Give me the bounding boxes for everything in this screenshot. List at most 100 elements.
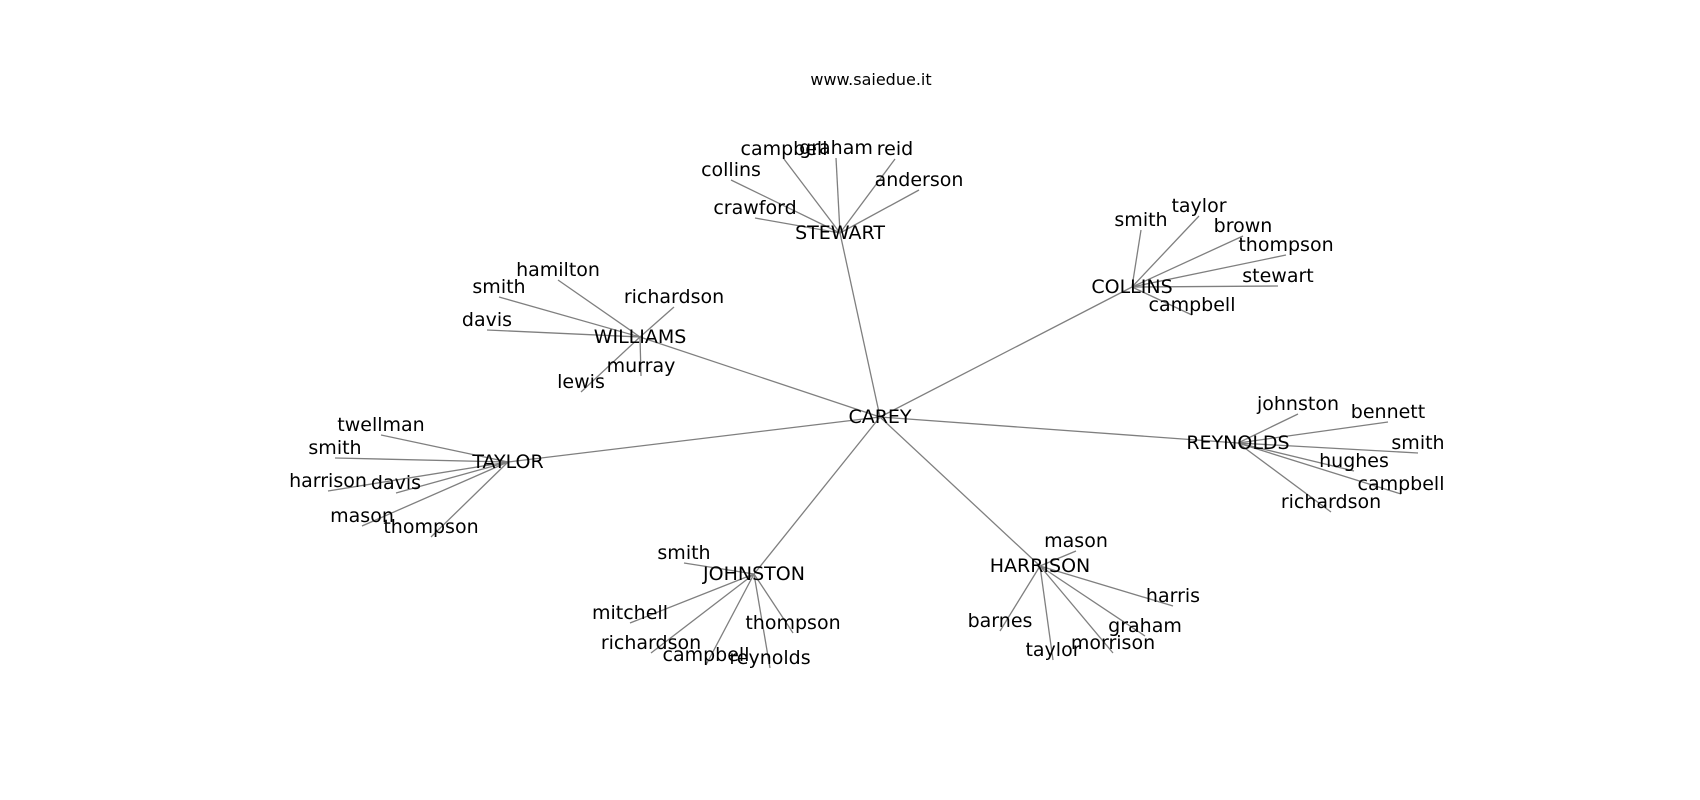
edge-center-collins: [879, 286, 1133, 418]
hub-node-label: JOHNSTON: [702, 563, 805, 585]
leaf-node-label: collins: [701, 159, 761, 181]
edge-harrison-harris: [1039, 565, 1174, 607]
edge-reynolds-richardson: [1237, 442, 1332, 513]
edge-reynolds-johnston: [1237, 413, 1299, 444]
edge-johnston-reynolds: [753, 573, 771, 669]
edge-collins-campbell: [1131, 286, 1193, 316]
site-watermark: www.saiedue.it: [810, 70, 932, 89]
leaf-node-label: anderson: [875, 169, 964, 191]
leaf-node-label: smith: [1391, 432, 1444, 454]
leaf-node-label: richardson: [1281, 491, 1381, 513]
leaf-node-label: graham: [1108, 615, 1182, 637]
leaf-node-label: davis: [371, 472, 421, 494]
edge-harrison-taylor: [1039, 565, 1054, 661]
leaf-node-label: graham: [799, 137, 873, 159]
leaf-node-label: hamilton: [516, 259, 600, 281]
leaf-node-label: smith: [308, 437, 361, 459]
edge-johnston-campbell: [705, 573, 755, 666]
edge-williams-lewis: [580, 336, 641, 393]
hub-node-label: REYNOLDS: [1186, 432, 1289, 454]
edge-taylor-twellman: [380, 434, 509, 463]
leaf-node-label: taylor: [1171, 195, 1226, 217]
leaf-node-label: morrison: [1071, 632, 1155, 654]
edge-center-reynolds: [879, 416, 1239, 444]
leaf-node-label: thompson: [383, 516, 478, 538]
leaf-node-label: thompson: [1238, 234, 1333, 256]
leaf-node-label: murray: [607, 355, 676, 377]
leaf-node-label: harris: [1146, 585, 1200, 607]
edge-center-johnston: [753, 416, 881, 575]
edge-stewart-reid: [839, 158, 896, 234]
edge-collins-thompson: [1131, 254, 1287, 288]
edge-taylor-davis: [395, 461, 509, 494]
edge-williams-davis: [486, 329, 641, 338]
leaf-node-label: twellman: [337, 414, 424, 436]
edge-reynolds-smith: [1237, 442, 1419, 454]
leaf-node-label: lewis: [557, 371, 605, 393]
leaf-node-label: crawford: [713, 197, 796, 219]
edge-taylor-thompson: [430, 461, 509, 538]
leaf-node-label: mitchell: [592, 602, 668, 624]
edge-stewart-crawford: [754, 217, 841, 234]
edge-johnston-smith: [683, 562, 755, 575]
hub-node-label: TAYLOR: [471, 451, 543, 473]
leaf-node-label: hughes: [1319, 450, 1389, 472]
leaf-node-label: davis: [462, 309, 512, 331]
leaf-node-label: johnston: [1256, 393, 1339, 415]
leaf-node-label: campbell: [1149, 294, 1236, 316]
leaf-node-label: smith: [657, 542, 710, 564]
edge-center-harrison: [879, 416, 1041, 567]
edge-johnston-mitchell: [629, 573, 755, 624]
leaf-node-label: stewart: [1242, 265, 1313, 287]
edge-williams-murray: [639, 336, 642, 377]
edge-williams-smith: [498, 296, 641, 338]
edge-center-taylor: [507, 416, 881, 463]
leaf-node-label: reynolds: [729, 647, 810, 669]
leaf-node-label: richardson: [624, 286, 724, 308]
edge-taylor-harrison: [327, 461, 509, 492]
edge-reynolds-bennett: [1237, 421, 1389, 444]
edge-williams-hamilton: [557, 279, 641, 338]
edge-taylor-mason: [361, 461, 509, 527]
edge-stewart-collins: [730, 179, 841, 234]
leaf-node-label: barnes: [968, 610, 1033, 632]
edge-taylor-smith: [334, 457, 509, 463]
leaf-node-label: bennett: [1351, 401, 1425, 423]
edge-harrison-barnes: [999, 565, 1041, 632]
leaf-node-label: campbell: [1358, 473, 1445, 495]
leaf-node-label: taylor: [1025, 639, 1080, 661]
edge-johnston-richardson: [650, 573, 755, 654]
hub-node-label: WILLIAMS: [594, 326, 687, 348]
edge-center-stewart: [839, 232, 881, 418]
edge-stewart-campbell: [783, 158, 841, 234]
edge-harrison-mason: [1039, 550, 1077, 567]
edge-collins-smith: [1131, 229, 1142, 288]
edge-collins-brown: [1131, 235, 1244, 288]
edge-johnston-thompson: [753, 573, 794, 634]
edge-center-williams: [639, 336, 881, 418]
leaf-node-label: harrison: [289, 470, 367, 492]
edge-reynolds-campbell: [1237, 442, 1402, 495]
leaf-node-label: mason: [1044, 530, 1108, 552]
leaf-node-label: brown: [1214, 215, 1273, 237]
leaf-node-label: thompson: [745, 612, 840, 634]
leaf-node-label: richardson: [601, 632, 701, 654]
edge-stewart-anderson: [839, 189, 920, 234]
leaf-node-label: campbell: [663, 644, 750, 666]
leaf-node-label: reid: [877, 138, 913, 160]
hub-node-label: COLLINS: [1091, 276, 1172, 298]
edges-layer: [327, 157, 1419, 669]
edge-reynolds-hughes: [1237, 442, 1355, 472]
leaf-node-label: campbell: [741, 138, 828, 160]
center-node-label: CAREY: [848, 406, 911, 428]
leaf-node-label: smith: [1114, 209, 1167, 231]
leaf-node-label: mason: [330, 505, 394, 527]
edge-harrison-graham: [1039, 565, 1146, 637]
hub-node-label: HARRISON: [990, 555, 1091, 577]
edge-harrison-morrison: [1039, 565, 1114, 654]
leaf-node-label: smith: [472, 276, 525, 298]
edge-collins-taylor: [1131, 215, 1200, 288]
edge-stewart-graham: [835, 157, 841, 234]
